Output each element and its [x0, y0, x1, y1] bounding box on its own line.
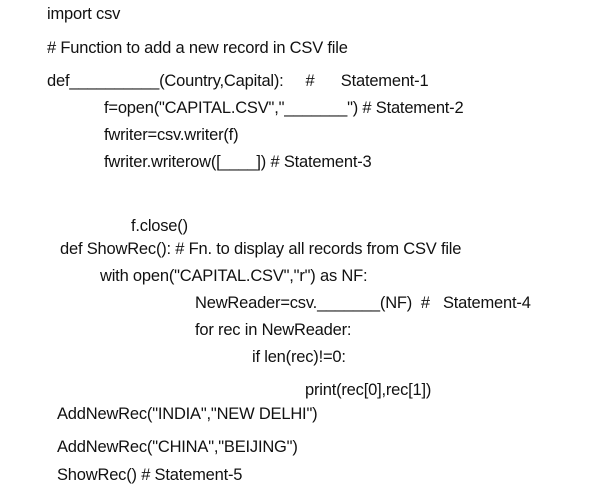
code-line: def ShowRec(): # Fn. to display all reco…	[60, 240, 462, 258]
code-line: def__________(Country,Capital): # Statem…	[47, 72, 429, 90]
code-line: f=open("CAPITAL.CSV","_______") # Statem…	[104, 99, 464, 117]
code-line: AddNewRec("CHINA","BEIJING")	[57, 438, 298, 456]
code-line: f.close()	[131, 217, 188, 235]
code-line: for rec in NewReader:	[195, 321, 352, 339]
code-line: AddNewRec("INDIA","NEW DELHI")	[57, 405, 318, 423]
code-line: fwriter=csv.writer(f)	[104, 126, 239, 144]
code-line: # Function to add a new record in CSV fi…	[47, 39, 348, 57]
code-line: import csv	[47, 5, 121, 23]
code-line: with open("CAPITAL.CSV","r") as NF:	[100, 267, 368, 285]
code-line: if len(rec)!=0:	[252, 348, 346, 366]
code-line: NewReader=csv._______(NF) # Statement-4	[195, 294, 531, 312]
code-line: fwriter.writerow([____]) # Statement-3	[104, 153, 372, 171]
code-line: print(rec[0],rec[1])	[305, 381, 432, 399]
code-line: ShowRec() # Statement-5	[57, 466, 243, 484]
